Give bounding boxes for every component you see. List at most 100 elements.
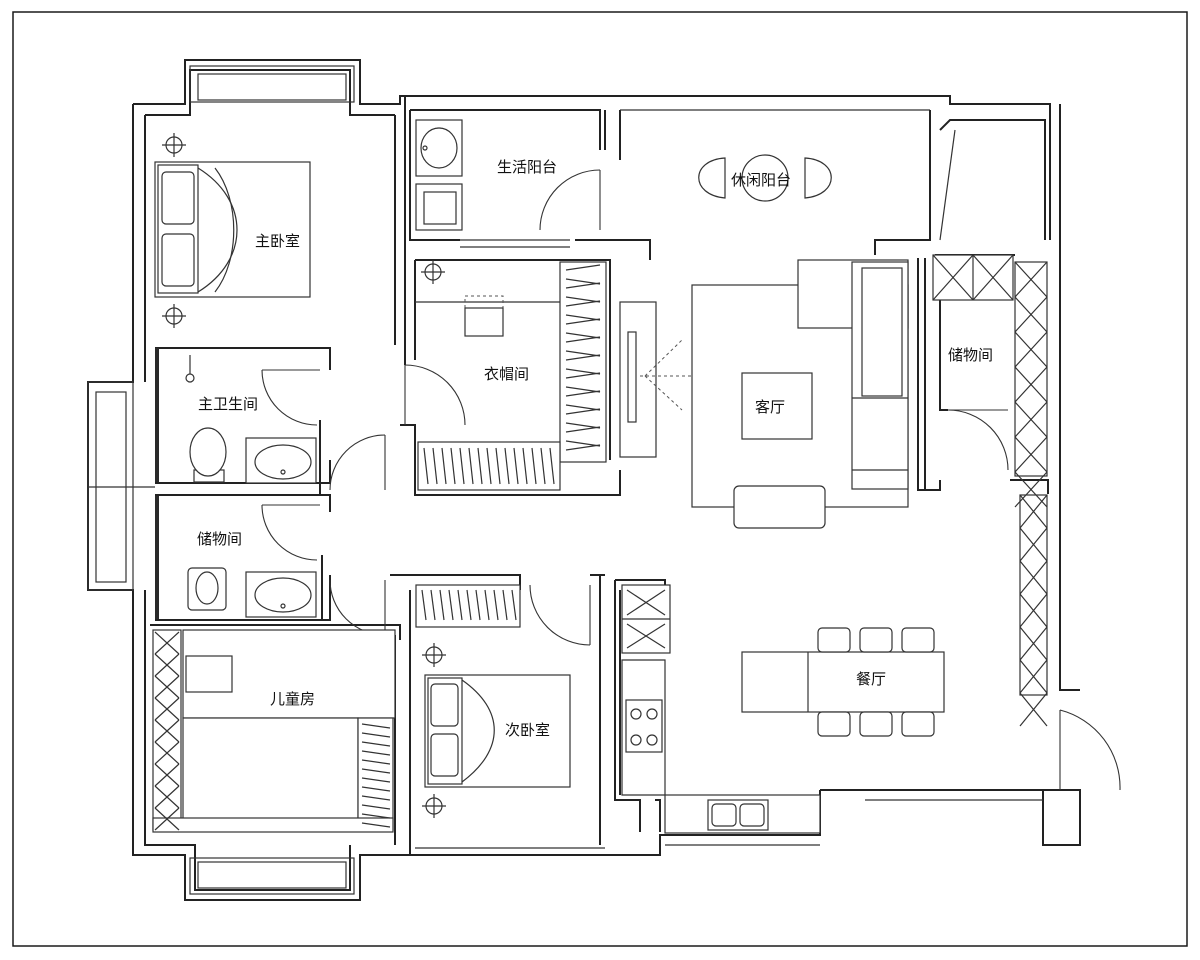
stroke: [1019, 626, 1048, 661]
stroke: [361, 768, 391, 774]
label-dining-room: 餐厅: [856, 670, 886, 688]
doors: [261, 169, 1121, 791]
label-storage-left: 储物间: [197, 530, 242, 548]
stroke: [361, 813, 391, 819]
stroke: [565, 314, 601, 321]
stroke: [1019, 659, 1048, 694]
drawing-frame: [12, 11, 1188, 947]
stroke: [565, 332, 601, 339]
stroke: [565, 386, 601, 393]
stroke: [154, 653, 180, 677]
kids-cabinet-bracing: [154, 631, 180, 831]
stroke: [361, 786, 391, 792]
stroke: [154, 719, 180, 743]
stroke: [565, 296, 601, 303]
label-master-bathroom: 主卫生间: [198, 395, 258, 413]
stroke: [565, 372, 601, 379]
stroke: [450, 447, 456, 485]
stroke: [423, 447, 429, 485]
stroke: [502, 589, 508, 621]
stroke: [484, 589, 490, 621]
stroke: [1019, 692, 1048, 727]
stroke: [361, 759, 391, 765]
stroke: [154, 631, 180, 655]
master-bed: [154, 161, 311, 298]
stroke: [361, 741, 391, 747]
stroke: [531, 447, 537, 485]
closet-hangers: [423, 264, 601, 485]
stroke: [432, 447, 438, 485]
utility-balcony-fixtures: [415, 119, 463, 231]
storage-fixtures: [187, 567, 317, 618]
lamp-icon: [162, 133, 186, 328]
living-room-furniture: [691, 259, 909, 529]
stroke: [421, 589, 427, 621]
stroke: [565, 278, 601, 285]
room-labels: 主卧室 生活阳台 休闲阳台 衣帽间 主卫生间 储物间 客厅 储物间 儿童房 次卧…: [197, 158, 993, 739]
cabinet-cross-bracing: [1014, 261, 1048, 727]
stroke: [495, 447, 501, 485]
stroke: [1014, 261, 1048, 298]
label-master-bedroom: 主卧室: [255, 232, 300, 250]
stroke: [475, 589, 481, 621]
stroke: [430, 589, 436, 621]
stroke: [565, 336, 601, 343]
tv-cabinet: [619, 301, 692, 458]
stroke: [361, 777, 391, 783]
label-walk-in-closet: 衣帽间: [484, 365, 529, 383]
stroke: [361, 795, 391, 801]
stroke: [439, 589, 445, 621]
dining-table: [741, 627, 945, 737]
stroke: [549, 447, 555, 485]
stroke: [1019, 560, 1048, 595]
stroke: [154, 763, 180, 787]
stroke: [154, 675, 180, 699]
stroke: [565, 390, 601, 397]
stroke: [486, 447, 492, 485]
exterior-walls: [87, 59, 1081, 901]
stroke: [540, 447, 546, 485]
stroke: [1014, 401, 1048, 438]
stroke: [522, 447, 528, 485]
stroke: [361, 822, 391, 828]
stroke: [361, 732, 391, 738]
stroke: [565, 354, 601, 361]
stroke: [565, 422, 601, 429]
stroke: [1014, 331, 1048, 368]
stroke: [477, 447, 483, 485]
stroke: [459, 447, 465, 485]
label-storage-right: 储物间: [948, 346, 993, 364]
master-bath-fixtures: [185, 355, 317, 484]
stroke: [565, 318, 601, 325]
stroke: [1014, 296, 1048, 333]
stroke: [493, 589, 499, 621]
stroke: [565, 282, 601, 289]
stroke: [1019, 527, 1048, 562]
stroke: [441, 447, 447, 485]
stroke: [565, 350, 601, 357]
stroke: [154, 785, 180, 809]
stroke: [565, 444, 601, 451]
label-living-room: 客厅: [755, 398, 785, 416]
stroke: [565, 368, 601, 375]
stroke: [1014, 471, 1048, 508]
stroke: [361, 750, 391, 756]
wardrobe-hangers: [361, 589, 517, 828]
stroke: [468, 447, 474, 485]
stroke: [1014, 366, 1048, 403]
stroke: [154, 697, 180, 721]
stroke: [565, 404, 601, 411]
kitchen-fixtures: [621, 584, 821, 834]
stroke: [504, 447, 510, 485]
stroke: [361, 723, 391, 729]
label-utility-balcony: 生活阳台: [497, 158, 557, 176]
right-storage-cabinets: [932, 254, 1048, 696]
stroke: [466, 589, 472, 621]
label-leisure-balcony: 休闲阳台: [731, 171, 791, 189]
kids-room-furniture: [152, 629, 396, 833]
stroke: [513, 447, 519, 485]
stroke: [154, 807, 180, 831]
stroke: [565, 264, 601, 271]
stroke: [457, 589, 463, 621]
